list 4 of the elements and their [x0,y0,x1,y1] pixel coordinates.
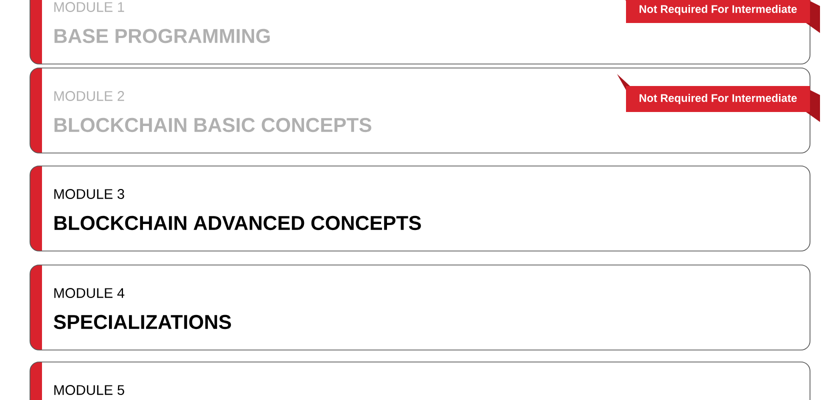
module-box: MODULE 4 SPECIALIZATIONS [30,264,810,350]
module-box: MODULE 5 [30,362,810,400]
module-box: MODULE 3 BLOCKCHAIN ADVANCED CONCEPTS [30,166,810,252]
ribbon-banner: Not Required For Intermediate [617,74,820,122]
